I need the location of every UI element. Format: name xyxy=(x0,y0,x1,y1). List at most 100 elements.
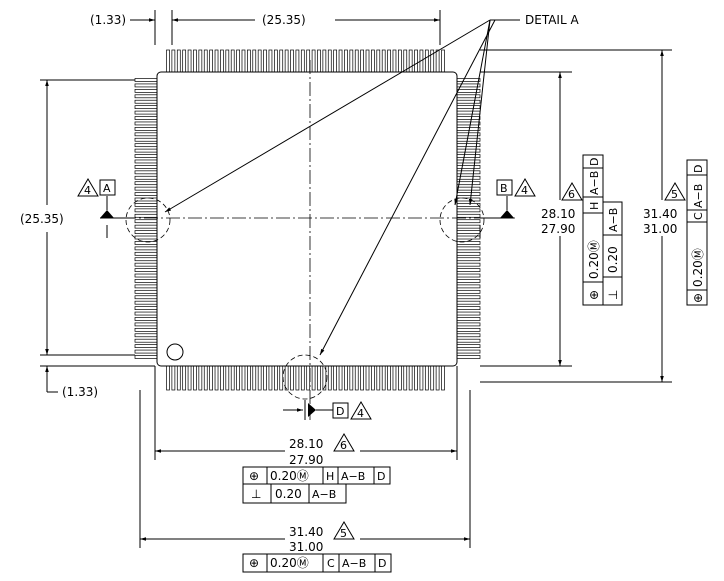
pin-top xyxy=(284,49,289,73)
svg-text:C: C xyxy=(692,212,705,220)
pin-left xyxy=(134,213,158,218)
pin-right xyxy=(456,224,481,229)
pin-left xyxy=(134,127,158,131)
pin-bottom xyxy=(311,365,316,391)
pin-top xyxy=(333,49,338,73)
pin-left xyxy=(134,181,158,186)
fcf-perp-bottom: ⊥ 0.20 A−B xyxy=(242,483,347,504)
body-width-max: 28.10 xyxy=(289,437,323,451)
pin-left xyxy=(134,273,158,278)
bottom-offset-dim: (1.33) xyxy=(62,385,98,399)
pin-left xyxy=(134,203,158,207)
detail-a-label: DETAIL A xyxy=(525,13,579,27)
pin-right xyxy=(456,181,481,186)
detail-circle-left xyxy=(125,197,171,243)
datum-d-marker xyxy=(283,400,372,420)
pin-left xyxy=(134,105,158,110)
pin-top xyxy=(322,49,327,73)
pin-bottom xyxy=(225,365,230,391)
svg-text:0.20Ⓜ: 0.20Ⓜ xyxy=(270,469,309,483)
pin-left xyxy=(134,322,158,327)
pin-left xyxy=(134,94,158,99)
pin-bottom xyxy=(279,365,284,391)
pin-right xyxy=(456,268,481,272)
pin-left xyxy=(134,99,158,104)
body-height-max: 28.10 xyxy=(541,207,575,221)
svg-text:A−B: A−B xyxy=(312,488,336,501)
pin-left xyxy=(134,165,158,169)
pin-top xyxy=(225,49,230,73)
pin-left xyxy=(134,262,158,267)
pin-right xyxy=(456,116,481,120)
pin-right xyxy=(456,289,481,294)
pin-top xyxy=(220,49,224,73)
pin-bottom xyxy=(214,365,219,391)
datum-d-letter: D xyxy=(336,405,344,418)
pin-right xyxy=(456,127,481,131)
pin-right xyxy=(456,94,481,99)
pin-right xyxy=(456,154,481,158)
pin-right xyxy=(456,197,481,202)
pin-bottom xyxy=(300,365,305,391)
pin-left xyxy=(134,175,158,180)
pin-left xyxy=(134,208,158,213)
pin-left xyxy=(134,333,158,338)
pin-left xyxy=(134,284,158,289)
pin-left xyxy=(134,110,158,115)
pin-bottom xyxy=(419,365,424,391)
pin-right xyxy=(456,317,481,321)
pin-bottom xyxy=(209,365,213,391)
pin-left xyxy=(134,230,158,234)
pin-top xyxy=(171,49,176,73)
svg-text:D: D xyxy=(692,165,705,173)
pin-top xyxy=(414,49,418,73)
pin-top xyxy=(203,49,208,73)
pin-right xyxy=(456,105,481,110)
pin-top xyxy=(435,49,440,73)
pin-top xyxy=(371,49,375,73)
pin-right xyxy=(456,284,481,289)
pin-left xyxy=(134,246,158,251)
pin-top xyxy=(295,49,300,73)
pin-bottom xyxy=(273,365,278,391)
pin-top xyxy=(182,49,187,73)
left-dimensions xyxy=(40,79,155,393)
pin-left xyxy=(134,154,158,158)
pin-left xyxy=(134,132,158,137)
pin-left xyxy=(134,83,158,88)
pin-bottom xyxy=(435,365,440,391)
svg-text:A−B: A−B xyxy=(588,171,601,195)
svg-text:0.20Ⓜ: 0.20Ⓜ xyxy=(691,248,705,287)
pin-top xyxy=(338,49,343,73)
pin-left xyxy=(134,349,158,354)
svg-text:⊕: ⊕ xyxy=(249,469,259,483)
pin-left xyxy=(134,344,158,348)
pin-top xyxy=(424,49,429,73)
pin-bottom xyxy=(166,365,170,391)
pin-top xyxy=(247,49,251,73)
pin-bottom xyxy=(290,365,294,391)
pin-bottom xyxy=(182,365,187,391)
pin-bottom xyxy=(306,365,311,391)
pin-right xyxy=(456,300,481,305)
pin-right xyxy=(456,170,481,175)
pin-bottom xyxy=(203,365,208,391)
pin-top xyxy=(441,49,445,73)
pin-right xyxy=(456,121,481,126)
pin-top xyxy=(403,49,408,73)
pin-right xyxy=(456,257,481,262)
pin-top xyxy=(257,49,262,73)
pin-top xyxy=(166,49,170,73)
pin-bottom xyxy=(257,365,262,391)
pin-top xyxy=(408,49,413,73)
pin-right xyxy=(456,251,481,256)
pin-top xyxy=(268,49,273,73)
pin-left xyxy=(134,186,158,191)
svg-text:D: D xyxy=(588,158,601,166)
pin-bottom xyxy=(403,365,408,391)
pin-right xyxy=(456,306,481,310)
pin-bottom xyxy=(441,365,445,391)
svg-text:A−B: A−B xyxy=(692,184,705,208)
pin-top xyxy=(387,49,391,73)
